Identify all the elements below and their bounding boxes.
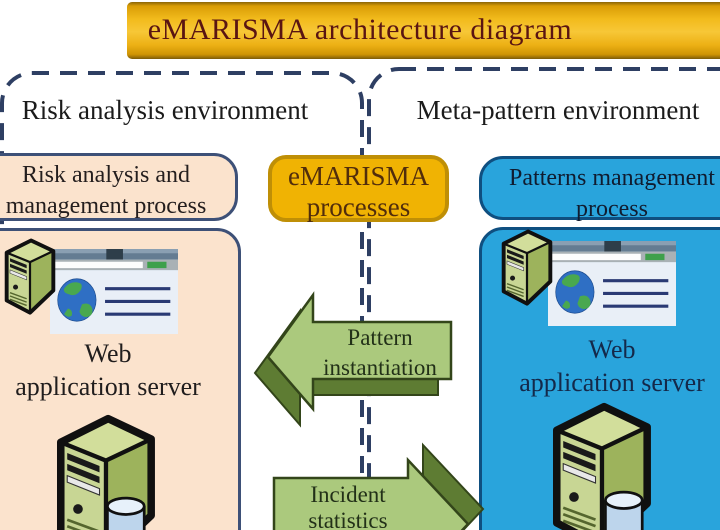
arrow-label-line2: instantiation xyxy=(323,355,437,380)
caption-line1: Web xyxy=(84,339,132,368)
title-bar xyxy=(127,2,720,59)
database-cylinder-icon xyxy=(104,494,148,530)
meta-pattern-environment-label: Meta-pattern environment xyxy=(416,95,700,125)
risk-analysis-environment-label: Risk analysis environment xyxy=(21,95,309,125)
patterns-process-line2: process xyxy=(576,196,648,222)
server-tower-icon xyxy=(1,236,59,316)
arrow-label-line2: statistics xyxy=(308,508,387,530)
caption-line1: Web xyxy=(588,335,636,364)
emarisma-processes-box: eMARISMA processes xyxy=(268,155,449,222)
patterns-management-process-box: Patterns management process xyxy=(479,156,720,222)
incident-statistics-arrow: Incident statistics xyxy=(272,442,485,530)
web-application-server-icon xyxy=(548,241,676,326)
arrow-label-line1: Pattern xyxy=(347,325,413,350)
web-application-server-icon xyxy=(50,249,178,334)
risk-process-line1: Risk analysis and xyxy=(22,162,190,188)
emarisma-line1: eMARISMA xyxy=(287,161,429,191)
emarisma-line2: processes xyxy=(306,192,411,222)
caption-line2: application server xyxy=(15,372,201,401)
pattern-instantiation-arrow: Pattern instantiation xyxy=(253,291,453,428)
web-application-server-caption-right: Web application server xyxy=(486,333,720,399)
patterns-process-line1: Patterns management xyxy=(509,165,715,191)
diagram-title: eMARISMA architecture diagram xyxy=(147,13,573,46)
arrow-label-line1: Incident xyxy=(310,482,386,507)
web-application-server-caption-left: Web application server xyxy=(0,337,230,403)
risk-process-line2: management process xyxy=(5,193,207,219)
database-cylinder-icon xyxy=(602,488,646,530)
risk-analysis-process-box: Risk analysis and management process xyxy=(0,153,238,221)
caption-line2: application server xyxy=(519,368,705,397)
server-tower-icon xyxy=(498,227,556,307)
